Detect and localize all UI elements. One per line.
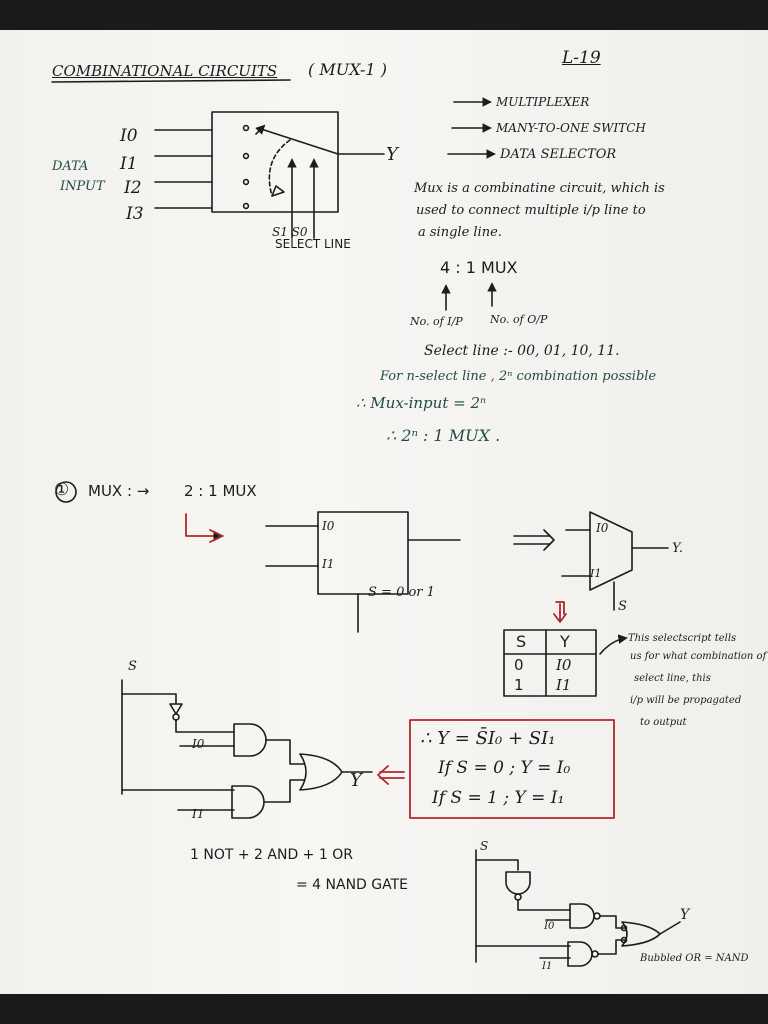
lecture-number: L-19: [562, 48, 601, 68]
equation-case-1: If S = 1 ; Y = I₁: [432, 788, 565, 808]
equation-case-0: If S = 0 ; Y = I₀: [438, 758, 571, 778]
nand-select-s: S: [480, 839, 489, 853]
definition-line-2: used to connect multiple i/p line to: [416, 203, 646, 218]
title-underline: [51, 79, 291, 83]
inputs-count-label: No. of I/P: [410, 315, 463, 328]
section-2to1-graphics: [55, 481, 225, 543]
mux-size-arrows: [441, 282, 497, 311]
truth-row-1-y: I0: [556, 656, 572, 674]
definition-line-3: a single line.: [418, 225, 502, 240]
definition-line-1: Mux is a combinatine circuit, which is: [414, 181, 665, 196]
section-label: MUX : →: [88, 482, 150, 500]
truth-header-s: S: [516, 632, 527, 651]
truth-row-2-y: I1: [556, 676, 572, 694]
handwritten-diagrams: [51, 79, 681, 967]
page-title: COMBINATIONAL CIRCUITS: [52, 62, 278, 80]
input-label-i3: I3: [126, 204, 144, 224]
data-input-label-bottom: INPUT: [60, 179, 105, 194]
nand-input-i0: I0: [544, 921, 555, 932]
truth-row-2-s: 1: [514, 676, 524, 694]
mux-input-note: ∴ Mux-input = 2ⁿ: [356, 394, 487, 412]
gate-level-circuit: [121, 679, 405, 819]
truth-note-line-3: select line, this: [634, 673, 711, 684]
truth-row-1-s: 0: [514, 656, 524, 674]
input-label-i0: I0: [120, 126, 138, 146]
trapezoid-input-i1: I1: [590, 567, 602, 580]
gate-count-line-2: = 4 NAND GATE: [296, 877, 409, 893]
equivalent-arrow: [513, 529, 555, 551]
mux-2to1-symbol: [561, 511, 669, 611]
block-2to1-input-i1: I1: [322, 557, 335, 571]
alias-switch: MANY-TO-ONE SWITCH: [496, 121, 646, 135]
page-subtitle: ( MUX-1 ): [308, 60, 387, 79]
section-type: 2 : 1 MUX: [184, 482, 257, 500]
mux-size-label: 4 : 1 MUX: [440, 258, 518, 277]
select-line-note: Select line :- 00, 01, 10, 11.: [424, 343, 620, 359]
combination-note: For n-select line , 2ⁿ combination possi…: [380, 369, 657, 384]
gate-input-i0: I0: [192, 737, 205, 751]
nand-input-i1: I1: [542, 961, 553, 972]
truth-note-line-1: This selectscript tells: [628, 633, 737, 644]
trapezoid-input-i0: I0: [596, 521, 609, 535]
mux-4to1-block-diagram: [154, 111, 385, 239]
outputs-count-label: No. of O/P: [490, 313, 548, 326]
mux-2to1-block: [265, 511, 461, 633]
equation-main: ∴ Y = S̄I₀ + SI₁: [420, 728, 556, 749]
gate-count-line-1: 1 NOT + 2 AND + 1 OR: [190, 847, 353, 863]
nand-gate-circuit: [475, 849, 681, 967]
mux-general-note: ∴ 2ⁿ : 1 MUX .: [386, 426, 501, 445]
data-input-label-top: DATA: [52, 159, 89, 174]
truth-note-line-5: to output: [640, 717, 687, 728]
gate-input-i1: I1: [192, 807, 205, 821]
alias-multiplexer: MULTIPLEXER: [496, 95, 590, 109]
input-label-i2: I2: [124, 178, 142, 198]
truth-table-grid: [503, 629, 628, 697]
input-label-i1: I1: [120, 154, 138, 174]
alias-selector: DATA SELECTOR: [500, 147, 617, 162]
gate-output-y: Y: [350, 770, 362, 791]
truth-header-y: Y: [560, 632, 570, 651]
block-2to1-input-i0: I0: [322, 519, 335, 533]
select-line-label: SELECT LINE: [275, 237, 351, 251]
trapezoid-select-s: S: [618, 599, 627, 614]
equations-box: [409, 719, 615, 819]
gate-select-s: S: [128, 659, 137, 674]
select-bits-label: S1 S0: [272, 225, 308, 239]
block-2to1-select-value: S = 0 or 1: [368, 585, 435, 600]
notebook-page: COMBINATIONAL CIRCUITS ( MUX-1 ) L-19 I0…: [0, 30, 768, 994]
truth-note-line-4: i/p will be propagated: [630, 695, 742, 706]
nand-note: Bubbled OR = NAND: [640, 953, 749, 964]
trapezoid-output-y: Y.: [672, 541, 684, 556]
truth-note-line-2: us for what combination of: [630, 651, 767, 662]
block-output-y: Y: [386, 144, 398, 165]
red-arrow-to-table: [553, 601, 567, 623]
nand-output-y: Y: [680, 907, 690, 923]
alias-arrows: [447, 97, 496, 159]
